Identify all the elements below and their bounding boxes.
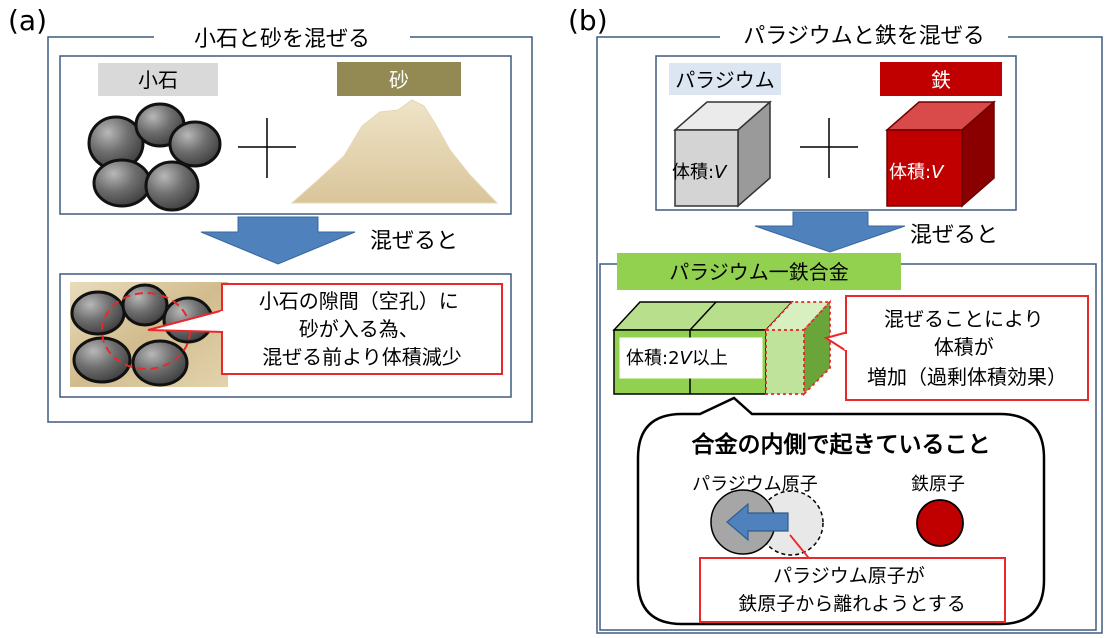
fe-atom [916,499,964,547]
fe-label: 鉄 [931,68,951,92]
panel-b: (b) パラジウムと鉄を混ぜる パラジウム 鉄 体積:V 体積:V 混 [568,4,1103,634]
pebbles-label-box [98,63,218,96]
pd-atom-label: パラジウム原子 [692,474,818,495]
arrow-label-b: 混ぜると [910,223,998,248]
panel-a-label: (a) [8,4,47,37]
effect-note-text: 混ぜることにより 体積が 増加（過剰体積効果） [867,307,1067,389]
down-arrow-a [200,216,356,265]
fe-cube [885,100,996,208]
alloy-volume-bg [619,337,763,379]
callout-line-1: 小石の隙間（空孔）に [259,289,459,313]
pd-volume-text: 体積:V [672,162,728,183]
atom-note-text: パラジウム原子が 鉄原子から離れようとする [738,565,965,615]
callout-box-a [221,283,503,375]
atom-note-box [699,557,1006,623]
pd-label: パラジウム [675,68,775,92]
displacement-arrow [726,502,789,542]
sand-label-box [337,62,461,96]
callout-line-3: 混ぜる前より体積減少 [262,345,462,369]
inside-title: 合金の内側で起きていること [692,431,991,458]
effect-note-line-1: 混ぜることにより [884,307,1044,331]
atom-note-line-2: 鉄原子から離れようとする [738,593,965,615]
panel-b-label: (b) [568,4,608,37]
alloy-title: パラジウム一鉄合金 [669,260,849,284]
effect-note-line-2: 体積が [934,335,994,359]
alloy-title-box [617,253,901,290]
panel-a-title: 小石と砂を混ぜる [194,27,370,52]
effect-note-line-3: 増加（過剰体積効果） [867,365,1067,389]
atom-note-line-1: パラジウム原子が [773,565,925,587]
callout-text-a: 小石の隙間（空孔）に 砂が入る為、 混ぜる前より体積減少 [259,289,465,369]
plus-sign-a [238,118,296,178]
mixed-pebbles-image [70,283,214,387]
pd-label-box [669,63,781,95]
fe-volume-text: 体積:V [889,162,945,183]
callout-line-2: 砂が入る為、 [299,317,419,341]
pd-cube [673,100,772,208]
arrow-label-a: 混ぜると [370,229,458,254]
panel-b-title: パラジウムと鉄を混ぜる [743,24,985,49]
pebbles-label: 小石 [138,68,178,92]
plus-sign-b [800,118,858,178]
alloy-volume-text: 体積:2V以上 [626,348,728,369]
panel-a: (a) 小石と砂を混ぜる 小石 砂 混ぜると [8,4,533,423]
excess-volume-block [763,299,833,397]
panel-b-title-bg [720,18,1008,52]
sand-pile-image [290,99,499,204]
panel-a-title-bg [154,20,410,54]
pebbles-image [87,102,222,212]
fe-label-box [880,62,1002,96]
effect-note-box [845,295,1089,401]
fe-atom-label: 鉄原子 [911,474,965,495]
down-arrow-b [754,211,906,253]
sand-label: 砂 [389,68,409,92]
